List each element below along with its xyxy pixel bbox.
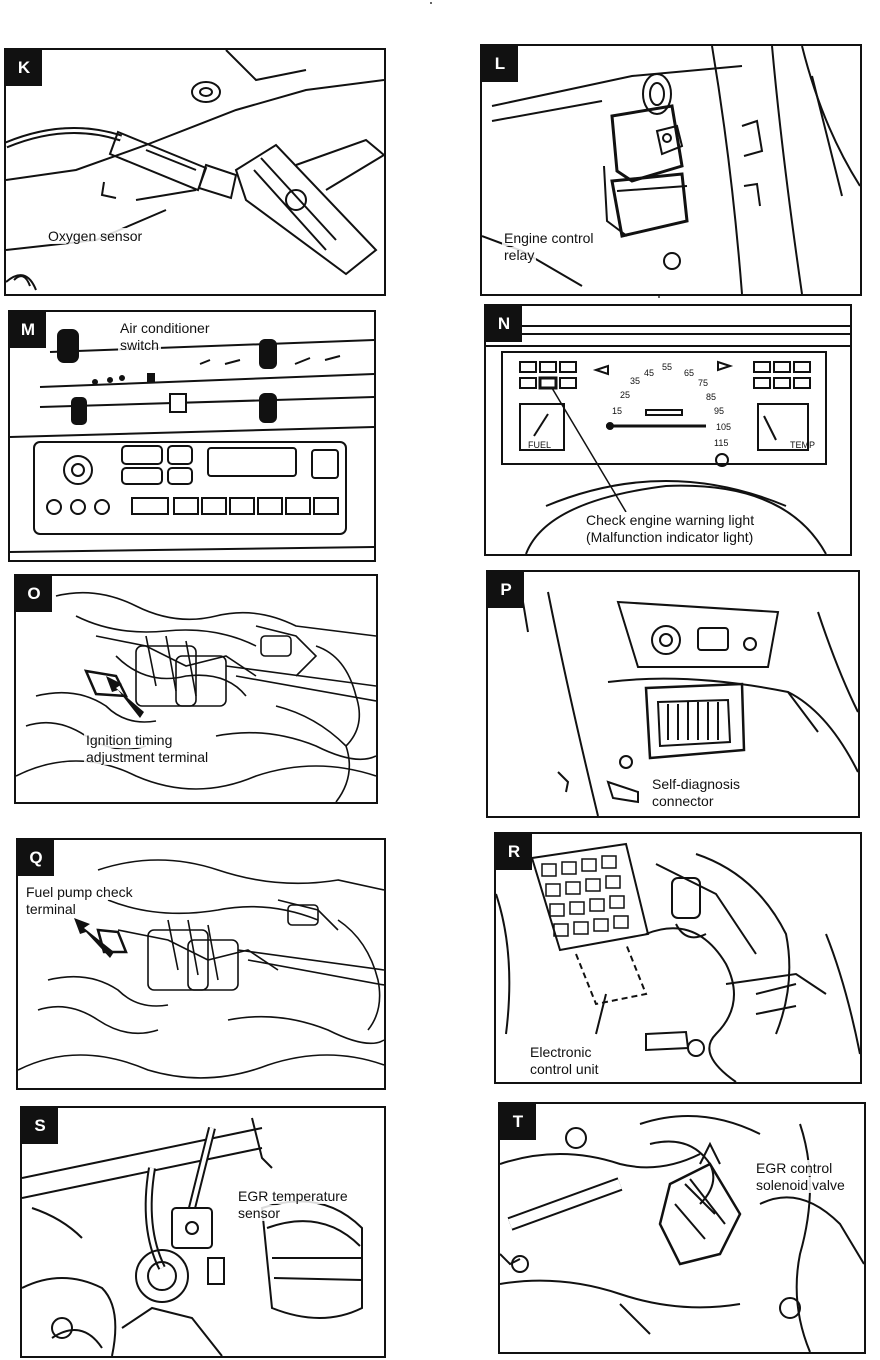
engine-control-relay-label-line1: Engine control xyxy=(502,230,596,246)
speed-tick-35: 35 xyxy=(630,376,641,386)
egr-solenoid-label-line1: EGR control xyxy=(754,1160,835,1176)
check-engine-label-line1: Check engine warning light xyxy=(584,512,757,528)
panel-s-egr-temperature-sensor: S EGR temperature sensor xyxy=(20,1106,386,1358)
egr-temperature-label-line1: EGR temperature xyxy=(236,1188,350,1204)
panel-letter-badge: P xyxy=(488,572,524,608)
electronic-control-unit-illustration xyxy=(496,842,860,1082)
panel-letter-badge: M xyxy=(10,312,46,348)
temp-gauge-label: TEMP xyxy=(790,440,816,450)
panel-k-oxygen-sensor: K Oxygen sensor xyxy=(4,48,386,296)
panel-n-check-engine-light: N FUEL TEMP 15 25 35 45 55 65 75 85 95 1… xyxy=(484,304,852,556)
fuel-pump-label-line1: Fuel pump check xyxy=(24,884,135,900)
speed-tick-85: 85 xyxy=(706,392,717,402)
panel-r-electronic-control-unit: R Electronic control unit xyxy=(494,832,862,1084)
air-conditioner-switch-label-line2: switch xyxy=(118,337,161,353)
egr-temperature-label-line2: sensor xyxy=(236,1205,283,1221)
engine-bay-fuel-pump-illustration xyxy=(18,859,384,1079)
speed-tick-25: 25 xyxy=(620,390,631,400)
speed-tick-75: 75 xyxy=(698,378,709,388)
panel-q-fuel-pump-check-terminal: Q Fuel pump check terminal xyxy=(16,838,386,1090)
engine-control-relay-illustration xyxy=(482,46,860,294)
self-diagnosis-label-line2: connector xyxy=(650,793,716,809)
fuel-gauge-label: FUEL xyxy=(528,440,552,450)
panel-letter-badge: S xyxy=(22,1108,58,1144)
egr-solenoid-valve-illustration xyxy=(500,1115,864,1352)
engine-control-relay-label-line2: relay xyxy=(502,247,537,263)
panel-m-air-conditioner-switch: M Air conditioner switch xyxy=(8,310,376,562)
speed-tick-115: 115 xyxy=(714,438,729,448)
egr-solenoid-label-line2: solenoid valve xyxy=(754,1177,847,1193)
panel-letter-badge: L xyxy=(482,46,518,82)
check-engine-label-line2: (Malfunction indicator light) xyxy=(584,529,756,545)
ecu-label-line2: control unit xyxy=(528,1061,601,1077)
panel-o-ignition-timing-terminal: O Ignition timing adjustment terminal xyxy=(14,574,378,804)
oxygen-sensor-illustration xyxy=(6,50,384,291)
engine-bay-illustration xyxy=(16,591,376,802)
scan-speck xyxy=(430,2,432,4)
speed-tick-45: 45 xyxy=(644,368,655,378)
air-conditioner-switch-label-line1: Air conditioner xyxy=(118,320,212,336)
panel-letter-badge: O xyxy=(16,576,52,612)
panel-p-self-diagnosis-connector: P Self-diagnosis connector xyxy=(486,570,860,818)
speed-tick-105: 105 xyxy=(716,422,732,432)
speed-tick-55: 55 xyxy=(662,362,673,372)
oxygen-sensor-label: Oxygen sensor xyxy=(46,228,145,244)
speed-tick-65: 65 xyxy=(684,368,695,378)
instrument-cluster-illustration xyxy=(486,325,850,554)
air-conditioner-switch-illustration xyxy=(10,329,374,553)
scan-speck xyxy=(658,296,660,298)
leader-line xyxy=(551,387,627,513)
panel-letter-badge: K xyxy=(6,50,42,86)
ecu-label-line1: Electronic xyxy=(528,1044,594,1060)
panel-letter-badge: N xyxy=(486,306,522,342)
ignition-timing-label-line1: Ignition timing xyxy=(84,732,175,748)
self-diagnosis-label-line1: Self-diagnosis xyxy=(650,776,742,792)
panel-t-egr-control-solenoid-valve: T EGR control solenoid valve xyxy=(498,1102,866,1354)
panel-letter-badge: T xyxy=(500,1104,536,1140)
speed-tick-15: 15 xyxy=(612,406,623,416)
panel-l-engine-control-relay: L Engine control relay xyxy=(480,44,862,296)
fuel-pump-label-line2: terminal xyxy=(24,901,78,917)
panel-letter-badge: Q xyxy=(18,840,54,876)
ignition-timing-label-line2: adjustment terminal xyxy=(84,749,211,765)
egr-temperature-sensor-illustration xyxy=(22,1117,363,1356)
speed-tick-95: 95 xyxy=(714,406,725,416)
panel-letter-badge: R xyxy=(496,834,532,870)
